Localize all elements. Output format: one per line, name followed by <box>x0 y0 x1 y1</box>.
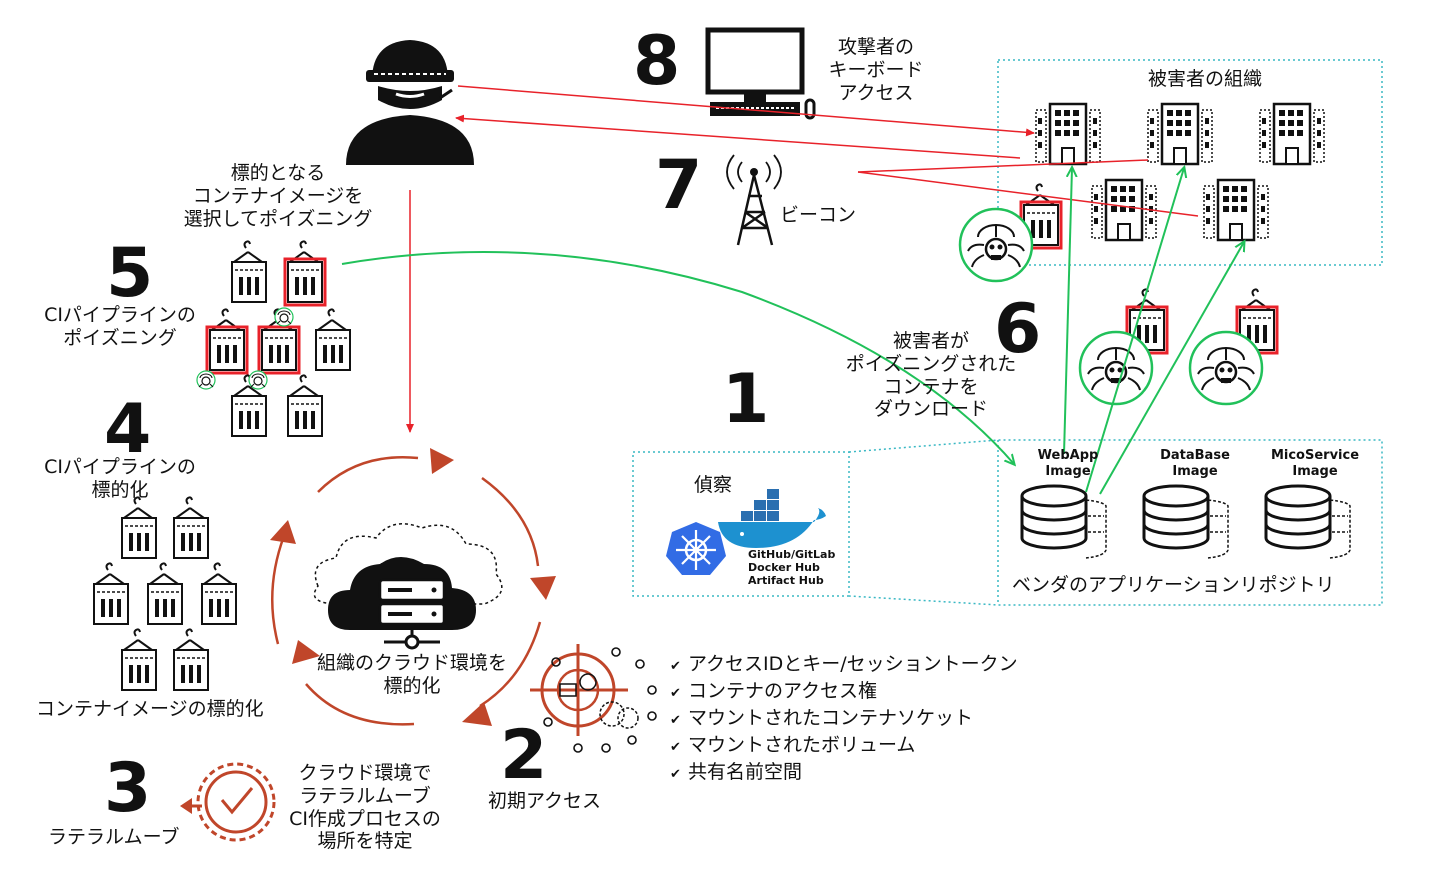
check-item: ✔共有名前空間 <box>670 760 1018 787</box>
check-icon: ✔ <box>670 767 681 782</box>
step-5-select-text: 標的となるコンテナイメージを選択してポイズニング <box>183 162 373 230</box>
poisoned-container-group <box>196 239 351 437</box>
step-6-number: 6 <box>994 290 1042 369</box>
access-checklist: ✔アクセスIDとキー/セッショントークン ✔コンテナのアクセス権 ✔マウントされ… <box>670 652 1018 787</box>
beacon-tower-icon <box>726 154 782 246</box>
repository-databases <box>1020 484 1352 560</box>
step-3-label: ラテラルムーブ <box>48 826 180 848</box>
check-item: ✔マウントされたコンテナソケット <box>670 706 1018 733</box>
step-5-label: CIパイプラインのポイズニング <box>44 304 196 349</box>
victim-org-box <box>997 59 1383 266</box>
step-4-bottom-label: コンテナイメージの標的化 <box>36 698 264 720</box>
attacker-icon <box>346 40 474 165</box>
repository-box <box>848 439 1383 606</box>
victim-org-title: 被害者の組織 <box>1147 68 1262 90</box>
step-1-number: 1 <box>722 360 770 439</box>
step-8-number: 8 <box>633 22 681 101</box>
step-7-label: ビーコン <box>780 204 857 226</box>
check-item: ✔マウントされたボリューム <box>670 733 1018 760</box>
check-item: ✔コンテナのアクセス権 <box>670 679 1018 706</box>
green-arrows <box>341 168 1244 495</box>
step-5-number: 5 <box>106 234 154 313</box>
check-icon: ✔ <box>670 740 681 755</box>
target-crosshair-icon <box>530 644 657 753</box>
step-4-label: CIパイプラインの標的化 <box>44 456 196 501</box>
check-icon: ✔ <box>670 713 681 728</box>
cycle-arrows <box>271 456 542 726</box>
repository-title: ベンダのアプリケーションリポジトリ <box>1012 574 1335 596</box>
step-7-number: 7 <box>655 146 703 225</box>
docker-icon <box>718 489 826 548</box>
step-8-label: 攻撃者のキーボードアクセス <box>828 36 924 104</box>
step-2-number: 2 <box>500 716 548 795</box>
lateral-move-icon <box>180 762 276 842</box>
step-2-label: 初期アクセス <box>488 790 602 812</box>
computer-icon <box>705 27 816 120</box>
target-container-group <box>93 496 237 691</box>
cloud-server-icon <box>313 523 503 650</box>
recon-title: 偵察 <box>694 474 733 496</box>
step-3-number: 3 <box>104 749 152 828</box>
cloud-label: 組織のクラウド環境を標的化 <box>316 652 507 697</box>
cycle-arrowheads <box>270 448 556 726</box>
check-icon: ✔ <box>670 659 681 674</box>
step-6-label: 被害者がポイズニングされたコンテナをダウンロード <box>845 330 1017 421</box>
check-icon: ✔ <box>670 686 681 701</box>
check-item: ✔アクセスIDとキー/セッショントークン <box>670 652 1018 679</box>
victim-buildings <box>1034 102 1326 242</box>
kubernetes-icon <box>666 522 726 575</box>
step-4-number: 4 <box>104 390 152 469</box>
red-arrows <box>406 85 1199 433</box>
